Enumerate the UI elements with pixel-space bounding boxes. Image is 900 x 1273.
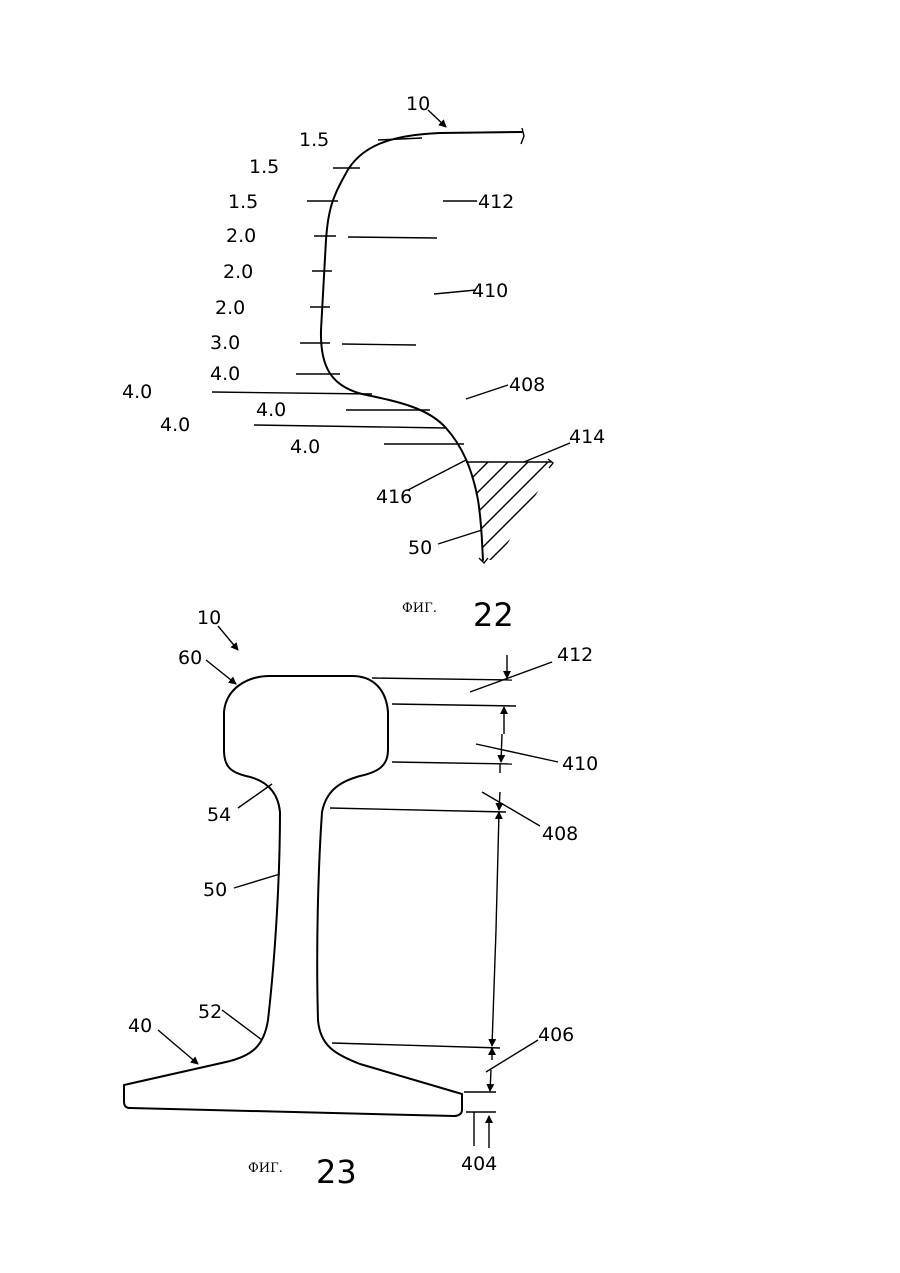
- fig23-caption-number: 23: [316, 1153, 357, 1191]
- fig23-leader-410: [476, 744, 558, 762]
- fig22-ref-50: 50: [408, 537, 432, 559]
- fig22-radius-label: 4.0: [210, 363, 240, 385]
- fig23-ref-10: 10: [197, 607, 221, 629]
- fig22-ref-10: 10: [406, 93, 430, 115]
- fig22-radius-label: 4.0: [290, 436, 320, 458]
- fig22-radius-label: 2.0: [223, 261, 253, 283]
- fig23-caption-prefix: ФИГ.: [248, 1161, 283, 1176]
- fig23-ref-60: 60: [178, 647, 202, 669]
- fig23-dimension-lines: [466, 655, 507, 1148]
- fig22-caption-prefix: ФИГ.: [402, 601, 437, 616]
- fig22-ref-412: 412: [478, 191, 514, 213]
- fig22-radius-label: 4.0: [256, 399, 286, 421]
- fig22-leader-410: [434, 290, 476, 294]
- fig22-caption-number: 22: [473, 596, 514, 634]
- fig23-ref-40: 40: [128, 1015, 152, 1037]
- fig23-leader-52: [222, 1010, 262, 1040]
- fig23-leader-412: [470, 662, 552, 692]
- fig22-radius-label: 1.5: [249, 156, 279, 178]
- figure-22: 1.5 1.5 1.5 2.0 2.0 2.0 3.0 4.0 4.0 4.0 …: [122, 93, 605, 634]
- figure-23: 10 60 54 50 52 40: [124, 607, 598, 1191]
- fig23-ref-406: 406: [538, 1024, 574, 1046]
- fig23-leader-54: [238, 784, 272, 808]
- fig23-leader-50: [234, 874, 280, 888]
- fig23-ref-52: 52: [198, 1001, 222, 1023]
- fig23-ref-404: 404: [461, 1153, 497, 1175]
- fig23-ref-412: 412: [557, 644, 593, 666]
- fig22-radius-label: 1.5: [299, 129, 329, 151]
- fig23-leader-406: [486, 1040, 538, 1072]
- fig22-leader-50: [438, 530, 482, 544]
- fig23-ref-410: 410: [562, 753, 598, 775]
- fig23-ref-54: 54: [207, 804, 231, 826]
- fig23-ref-60-arrow: [206, 660, 236, 684]
- fig22-ref-10-arrow: [428, 110, 446, 127]
- fig22-hatch-414: [470, 450, 572, 570]
- fig23-ref-50: 50: [203, 879, 227, 901]
- fig22-leader-414: [524, 443, 570, 462]
- fig22-ref-414: 414: [569, 426, 605, 448]
- fig22-radius-label: 4.0: [122, 381, 152, 403]
- fig22-ref-410: 410: [472, 280, 508, 302]
- fig22-radius-label: 2.0: [226, 225, 256, 247]
- fig22-ref-408: 408: [509, 374, 545, 396]
- fig23-leader-408: [482, 792, 540, 826]
- fig23-rail-section: [124, 676, 462, 1116]
- fig22-radius-label: 1.5: [228, 191, 258, 213]
- fig22-radius-label: 2.0: [215, 297, 245, 319]
- fig22-radius-label: 3.0: [210, 332, 240, 354]
- fig22-break-mark: [521, 128, 524, 144]
- fig23-ref-10-arrow: [218, 626, 238, 650]
- fig23-ref-408: 408: [542, 823, 578, 845]
- fig22-break-mark-414: [548, 459, 553, 468]
- fig22-ref-416: 416: [376, 486, 412, 508]
- fig22-radius-label: 4.0: [160, 414, 190, 436]
- fig22-leader-408: [466, 385, 508, 399]
- fig22-leader-416: [408, 460, 466, 490]
- fig23-ref-40-arrow: [158, 1030, 198, 1064]
- fig23-extension-lines: [330, 678, 516, 1092]
- fig22-radius-ticks: [212, 138, 464, 444]
